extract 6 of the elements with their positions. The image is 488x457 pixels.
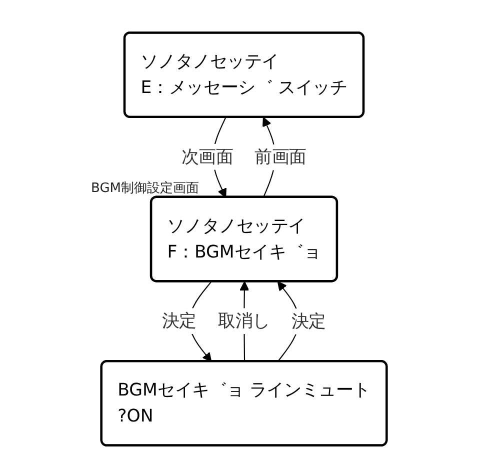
edge-label: 前画面	[254, 146, 306, 168]
edge-label: 決定	[291, 310, 326, 332]
edge-label: 取消し	[218, 310, 270, 331]
edge-label: 次画面	[181, 146, 234, 167]
edge-label: 決定	[162, 310, 196, 331]
screen-caption: BGM制御設定画面	[91, 180, 199, 197]
